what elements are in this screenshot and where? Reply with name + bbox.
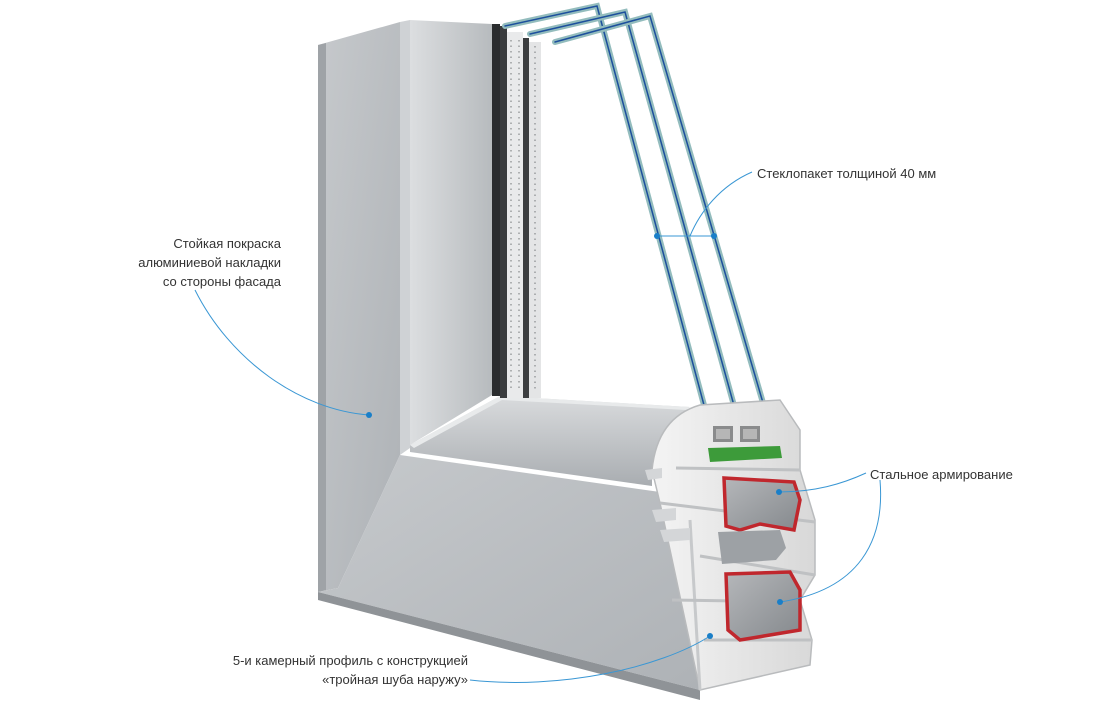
glass-panes	[502, 2, 771, 423]
steel-reinforcement-upper	[722, 476, 802, 533]
label-profile-line-1: 5-и камерный профиль с конструкцией	[232, 653, 468, 668]
frame-sill-face	[318, 455, 700, 690]
frame	[318, 20, 700, 700]
seal-vertical	[492, 24, 500, 396]
label-profile: 5-и камерный профиль с конструкцией «тро…	[222, 651, 468, 689]
glass-spacer	[500, 26, 541, 398]
label-steel: Стальное армирование	[870, 465, 1013, 484]
label-glass-unit-text: Стеклопакет толщиной 40 мм	[757, 166, 937, 181]
steel-reinforcement-lower	[724, 570, 802, 642]
glazing-bead	[410, 396, 690, 486]
label-paint-line-1: Стойкая покраска	[173, 236, 281, 251]
glazing-bead-highlight	[410, 396, 690, 448]
callout-dot-paint	[366, 412, 372, 418]
green-seal	[708, 446, 782, 462]
frame-sill-underside	[318, 592, 700, 700]
label-paint-line-2: алюминиевой накладки	[138, 255, 281, 270]
label-profile-line-2: «тройная шуба наружу»	[322, 672, 468, 687]
label-paint: Стойкая покраска алюминиевой накладки со…	[127, 234, 281, 291]
callout-dot-steel-1	[776, 489, 782, 495]
callout-dot-glass-1	[654, 233, 660, 239]
callout-dot-steel-2	[777, 599, 783, 605]
callouts	[194, 171, 882, 683]
callout-dot-glass-2	[711, 233, 717, 239]
callout-line-profile	[469, 635, 711, 683]
callout-line-steel	[778, 472, 867, 493]
frame-post-face	[318, 22, 400, 592]
sash-vertical	[410, 20, 492, 445]
frame-post-edge	[318, 43, 326, 592]
label-glass-unit: Стеклопакет толщиной 40 мм	[757, 164, 936, 183]
callout-dots	[366, 233, 783, 639]
frame-post-bevel	[400, 20, 410, 455]
label-paint-line-3: со стороны фасада	[162, 274, 281, 289]
callout-dot-profile	[707, 633, 713, 639]
inner-chamber-insert	[718, 530, 786, 564]
label-steel-text: Стальное армирование	[870, 467, 1013, 482]
glass-pane-3	[552, 12, 771, 423]
callout-line-paint	[194, 289, 370, 416]
